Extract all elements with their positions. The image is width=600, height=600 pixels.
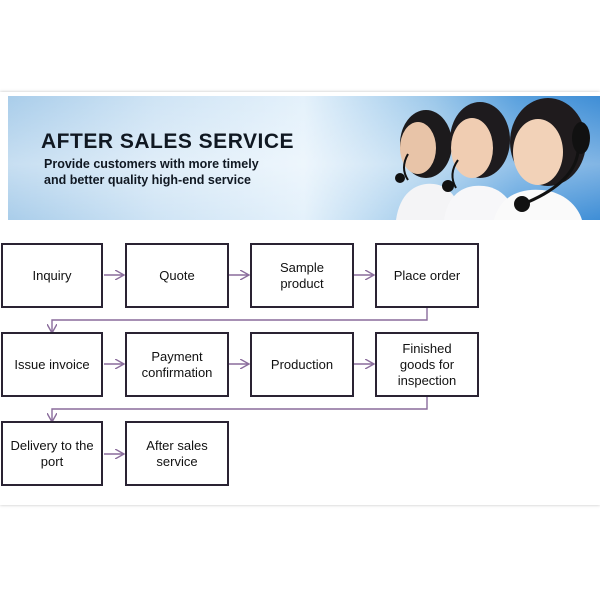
step-issue-invoice: Issue invoice [1, 332, 103, 397]
step-delivery-to-port: Delivery to the port [1, 421, 103, 486]
step-place-order: Place order [375, 243, 479, 308]
agent-figure-3 [494, 98, 590, 220]
banner-subtitle: Provide customers with more timely and b… [44, 156, 259, 188]
banner-subtitle-line-1: Provide customers with more timely [44, 157, 259, 171]
arrow-finished-to-delivery [52, 397, 428, 421]
step-after-sales-service: After sales service [125, 421, 229, 486]
step-inquiry: Inquiry [1, 243, 103, 308]
step-production: Production [250, 332, 354, 397]
step-finished-goods-inspection: Finished goods for inspection [375, 332, 479, 397]
banner-subtitle-line-2: and better quality high-end service [44, 173, 251, 187]
arrow-order-to-invoice [52, 308, 428, 332]
support-agents-image [395, 98, 590, 220]
step-quote: Quote [125, 243, 229, 308]
agent-figure-1 [395, 110, 462, 220]
banner-title: AFTER SALES SERVICE [41, 130, 294, 153]
step-payment-confirmation: Payment confirmation [125, 332, 229, 397]
banner: AFTER SALES SERVICE Provide customers wi… [8, 96, 600, 220]
step-sample-product: Sample product [250, 243, 354, 308]
